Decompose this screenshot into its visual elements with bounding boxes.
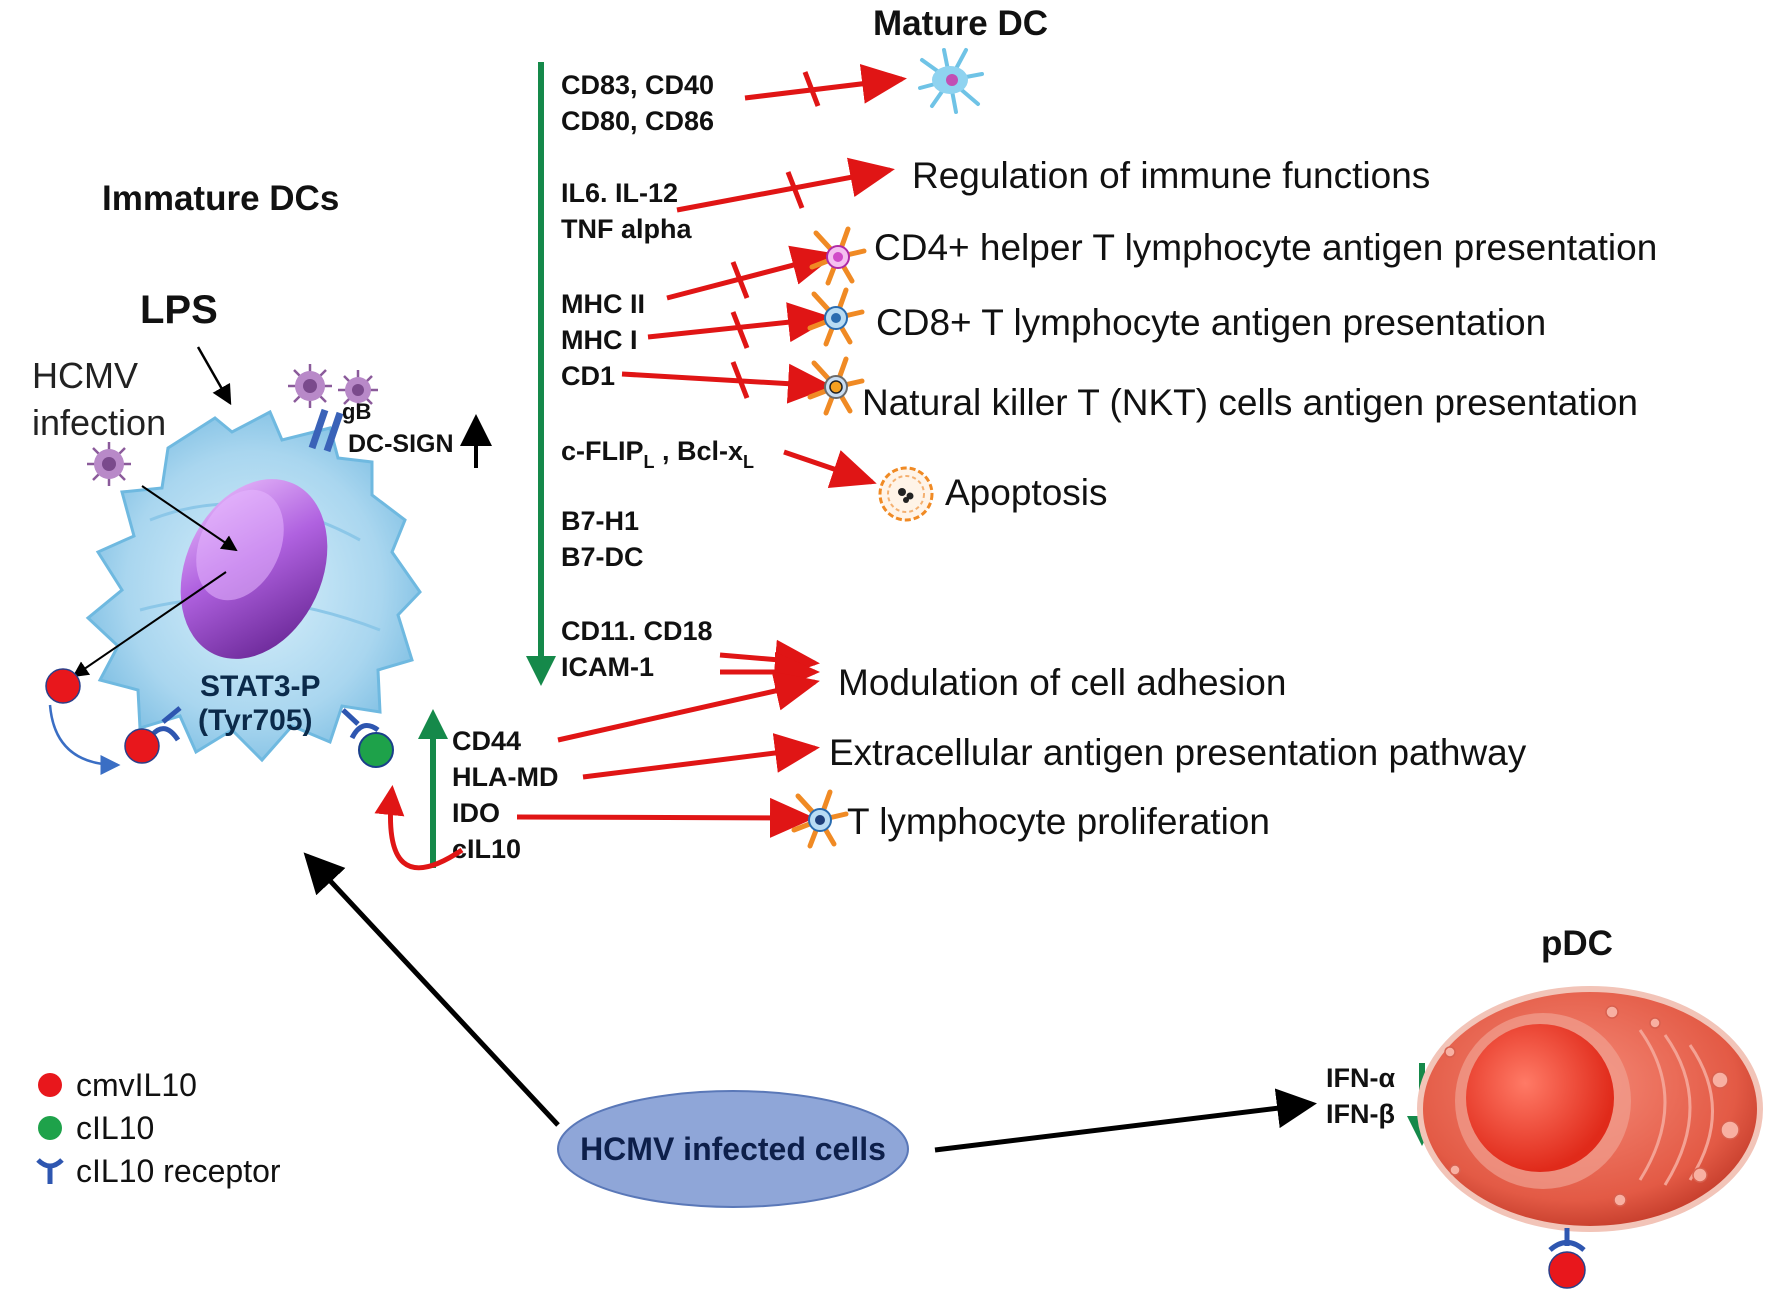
- il10-receptor-icon: [150, 706, 182, 742]
- legend-red-dot: [38, 1073, 62, 1097]
- marker-cflip: c-FLIP: [561, 436, 644, 466]
- arrow-costim-to-mature-dc: [744, 63, 907, 104]
- arrow-cil10-secretion: [374, 785, 464, 871]
- marker-bclx-subscript: L: [743, 452, 754, 472]
- arrow-cd44-to-adhesion: [557, 671, 820, 743]
- outcome-nkt-presentation: Natural killer T (NKT) cells antigen pre…: [862, 382, 1638, 423]
- marker-cd11-cd18: CD11. CD18: [561, 616, 713, 646]
- cmvil10-bound-dot: [124, 728, 160, 764]
- virus-particle-icon: [288, 364, 332, 408]
- outcome-apoptosis: Apoptosis: [945, 472, 1108, 513]
- stat3-label-1: STAT3-P: [200, 670, 321, 703]
- dc-sign-receptor-icon: [308, 408, 344, 453]
- arrow-cytokines-to-regulation: [676, 157, 895, 213]
- cmvil10-production-arrow: [72, 571, 227, 678]
- outcome-extracellular-pathway: Extracellular antigen presentation pathw…: [829, 732, 1527, 773]
- block-mark: [785, 171, 805, 209]
- cil10-bound-dot: [358, 732, 394, 768]
- block-mark: [730, 261, 750, 299]
- marker-ido: IDO: [452, 798, 500, 828]
- arrow-ido-to-proliferation: [516, 797, 815, 838]
- virus-particle-icon: [87, 442, 131, 486]
- block-mark: [730, 361, 750, 399]
- marker-cflip-subscript: L: [644, 452, 655, 472]
- arrow-cd11-to-adhesion: [719, 639, 820, 680]
- outcome-regulation: Regulation of immune functions: [912, 155, 1430, 196]
- apoptotic-cell-icon: [878, 466, 934, 522]
- hcmv-infected-cells-label: HCMV infected cells: [580, 1131, 886, 1167]
- nkt-cell-icon: [807, 356, 865, 416]
- arrow-hlamd-to-extracellular: [582, 733, 820, 780]
- il10-receptor-icon: [341, 708, 380, 740]
- proliferating-t-cell-icon: [791, 789, 849, 849]
- marker-cd44: CD44: [452, 726, 521, 756]
- outcome-t-proliferation: T lymphocyte proliferation: [847, 801, 1270, 842]
- marker-cil10: cIL10: [452, 834, 521, 864]
- marker-icam-1: ICAM-1: [561, 652, 654, 682]
- cmvil10-dot: [45, 668, 81, 704]
- marker-tnf-alpha: TNF alpha: [561, 214, 692, 244]
- mature-dc-heading: Mature DC: [873, 4, 1048, 43]
- infected-to-immature-dc-arrow: [303, 852, 560, 1127]
- legend-receptor-icon: [36, 1158, 64, 1184]
- immature-dcs-heading: Immature DCs: [102, 179, 339, 218]
- outcome-cell-adhesion: Modulation of cell adhesion: [838, 662, 1286, 703]
- hcmv-infection-label-2: infection: [32, 402, 166, 443]
- marker-cflip-bclxl: c-FLIPL , Bcl-xL: [561, 436, 754, 472]
- ifn-beta-label: IFN-β: [1326, 1099, 1395, 1129]
- marker-mhc-ii: MHC II: [561, 289, 645, 319]
- marker-hla-md: HLA-MD: [452, 762, 558, 792]
- mature-dc-icon: [918, 48, 984, 114]
- lps-label: LPS: [140, 288, 218, 332]
- marker-bclx: , Bcl-x: [655, 436, 744, 466]
- outcome-cd4-presentation: CD4+ helper T lymphocyte antigen present…: [874, 227, 1657, 268]
- legend-cil10: cIL10: [76, 1110, 154, 1146]
- nucleus-highlight: [196, 489, 284, 601]
- pdc-cell: [1417, 986, 1763, 1232]
- marker-cd1: CD1: [561, 361, 615, 391]
- marker-cd80-cd86: CD80, CD86: [561, 106, 714, 136]
- cd4-t-cell-icon: [809, 226, 867, 286]
- legend-cil10-receptor: cIL10 receptor: [76, 1153, 281, 1189]
- dc-sign-label: DC-SIGN: [348, 430, 454, 458]
- arrow-cd1-to-nkt: [621, 363, 833, 404]
- pdc-heading: pDC: [1541, 924, 1613, 963]
- hcmv-infection-label-1: HCMV: [32, 355, 138, 396]
- block-mark: [730, 311, 750, 349]
- cd8-t-cell-icon: [807, 287, 865, 347]
- outcome-cd8-presentation: CD8+ T lymphocyte antigen presentation: [876, 302, 1546, 343]
- marker-il6-il12: IL6. IL-12: [561, 178, 678, 208]
- infected-to-pdc-arrow: [934, 1088, 1317, 1153]
- marker-mhc-i: MHC I: [561, 325, 638, 355]
- stat3-label-2: (Tyr705): [198, 704, 313, 737]
- hcmv-infected-cells: [557, 1090, 909, 1208]
- legend-cmvil10: cmvIL10: [76, 1067, 197, 1103]
- marker-cd83-cd40: CD83, CD40: [561, 70, 714, 100]
- legend: cmvIL10 cIL10 cIL10 receptor: [36, 1067, 281, 1189]
- lps-arrow: [196, 346, 232, 406]
- virus-particle-icon: [338, 370, 378, 410]
- legend-green-dot: [38, 1116, 62, 1140]
- arrow-antiapoptotic-to-apoptosis: [783, 449, 877, 489]
- il10-receptor-icon: [1548, 1228, 1586, 1252]
- ifn-alpha-label: IFN-α: [1326, 1063, 1395, 1093]
- marker-b7-h1: B7-H1: [561, 506, 639, 536]
- cmvil10-pdc-dot: [1548, 1251, 1586, 1289]
- virus-entry-arrow: [141, 485, 238, 552]
- cmvil10-binding-arrow: [48, 704, 121, 775]
- block-mark: [802, 71, 821, 107]
- marker-b7-dc: B7-DC: [561, 542, 644, 572]
- arrow-mhcii-to-cd4: [666, 245, 837, 301]
- gb-label: gB: [342, 399, 371, 424]
